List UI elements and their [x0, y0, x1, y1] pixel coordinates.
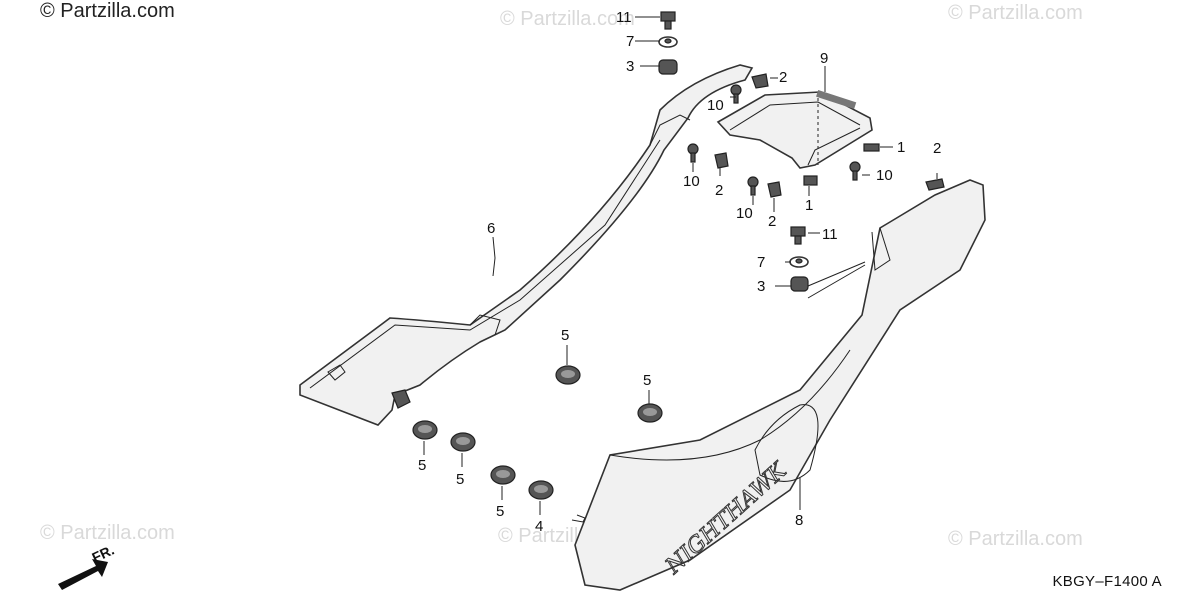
screw-10[interactable] — [747, 176, 759, 196]
front-arrow-icon: FR. — [58, 542, 117, 590]
callout-11: 11 — [616, 9, 632, 26]
callout-10: 10 — [707, 97, 724, 114]
callout-5: 5 — [561, 327, 569, 344]
callout-5: 5 — [418, 457, 426, 474]
rubber-3[interactable] — [658, 59, 678, 75]
watermark: © Partzilla.com — [40, 522, 175, 544]
callout-6: 6 — [487, 220, 495, 237]
callout-3: 3 — [757, 278, 765, 295]
callout-5: 5 — [456, 471, 464, 488]
watermark: © Partzilla.com — [948, 2, 1083, 24]
part-8-side-cover[interactable]: NIGHTHAWK — [571, 179, 986, 591]
rubber-3[interactable] — [790, 276, 809, 292]
bolt-11[interactable] — [790, 226, 806, 245]
callout-11: 11 — [822, 226, 838, 243]
partzilla-brand: © Partzilla.com — [40, 0, 175, 22]
callout-10: 10 — [736, 205, 753, 222]
screw-10[interactable] — [730, 84, 742, 104]
callout-2: 2 — [768, 213, 776, 230]
clip-nut-2[interactable] — [925, 178, 945, 191]
callout-7: 7 — [757, 254, 765, 271]
callout-9: 9 — [820, 50, 828, 67]
grommet-5[interactable] — [450, 432, 476, 452]
grommet-5[interactable] — [490, 465, 516, 485]
grommet-5[interactable] — [412, 420, 438, 440]
callout-2: 2 — [779, 69, 787, 86]
callout-5: 5 — [496, 503, 504, 520]
watermark: © Partzilla.com — [948, 528, 1083, 550]
grommet-5[interactable] — [555, 365, 581, 385]
plate-1[interactable] — [803, 175, 818, 186]
plate-1[interactable] — [863, 143, 880, 152]
bolt-11[interactable] — [660, 11, 676, 30]
part-9-rear-cover[interactable] — [716, 90, 873, 169]
callout-3: 3 — [626, 58, 634, 75]
callout-2: 2 — [715, 182, 723, 199]
callout-7: 7 — [626, 33, 634, 50]
washer-7[interactable] — [658, 36, 678, 48]
screw-10[interactable] — [687, 143, 699, 163]
grommet-4[interactable] — [528, 480, 554, 500]
diagram-code: KBGY–F1400 A — [1052, 573, 1162, 590]
part-6-rail[interactable] — [299, 64, 754, 426]
callout-8: 8 — [795, 512, 803, 529]
clip-nut-2[interactable] — [714, 152, 729, 169]
callout-5: 5 — [643, 372, 651, 389]
front-label: FR. — [89, 542, 116, 566]
callout-2: 2 — [933, 140, 941, 157]
clip-nut-2[interactable] — [751, 73, 769, 89]
screw-10[interactable] — [849, 161, 861, 181]
clip-nut-2[interactable] — [767, 181, 782, 198]
callout-10: 10 — [876, 167, 893, 184]
watermark: © Partzilla.com — [500, 8, 635, 30]
callout-10: 10 — [683, 173, 700, 190]
grommet-5[interactable] — [637, 403, 663, 423]
washer-7[interactable] — [789, 256, 809, 268]
callout-4: 4 — [535, 518, 543, 535]
callout-1: 1 — [897, 139, 905, 156]
callout-1: 1 — [805, 197, 813, 214]
